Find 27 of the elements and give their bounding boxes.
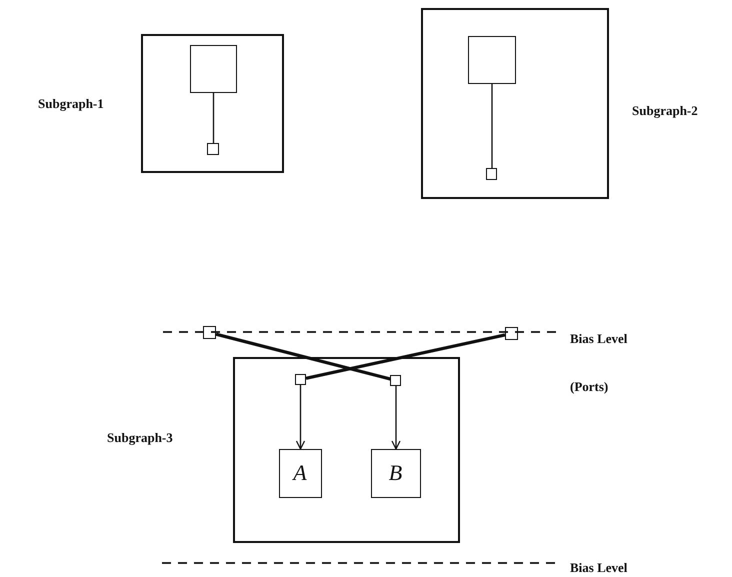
block-box [278, 448, 322, 498]
block-label: A [291, 460, 308, 486]
subgraph-label: Subgraph-1 [38, 96, 104, 112]
connector-line [306, 333, 506, 380]
level-label: (Ports) [570, 379, 608, 395]
block-box [190, 44, 236, 92]
port-square [203, 326, 216, 339]
block-box [468, 36, 516, 84]
subgraph-label: Subgraph-3 [107, 430, 173, 446]
port-square [207, 142, 219, 154]
block-label: B [388, 460, 404, 486]
port-square [390, 374, 401, 386]
subgraph-box [233, 357, 460, 543]
subgraph-box [421, 8, 609, 199]
arrow [296, 385, 306, 450]
port-square [505, 327, 518, 340]
level-label: Bias Level [570, 331, 628, 347]
connector-line [216, 332, 391, 381]
port-square [294, 374, 306, 384]
connector-line [212, 93, 214, 143]
subgraph-box [141, 34, 284, 173]
block-box [370, 448, 420, 498]
subgraph-label: Subgraph-2 [632, 103, 698, 119]
connector-line [491, 84, 493, 168]
port-square [486, 168, 497, 180]
level-label: Bias Level [570, 560, 628, 576]
arrow [391, 386, 401, 450]
